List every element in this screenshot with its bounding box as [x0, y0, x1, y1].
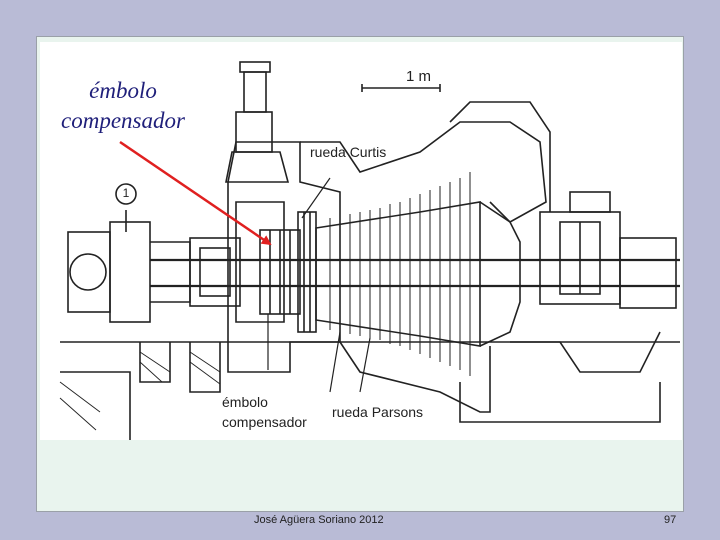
footer-author: José Agüera Soriano 2012 [254, 514, 384, 526]
label-rueda-curtis: rueda Curtis [310, 144, 387, 160]
annotation-line-1: émbolo [89, 78, 157, 103]
scale-label: 1 m [406, 68, 432, 85]
label-rueda-parsons: rueda Parsons [332, 404, 424, 420]
label-compensador: compensador [222, 414, 307, 430]
label-embolo: émbolo [222, 394, 268, 410]
marker-label: 1 [122, 186, 130, 200]
page-number: 97 [664, 514, 677, 526]
annotation-embolo-compensador: émbolo compensador [38, 76, 208, 136]
annotation-line-2: compensador [61, 108, 185, 133]
gearbox-housing [67, 231, 111, 313]
